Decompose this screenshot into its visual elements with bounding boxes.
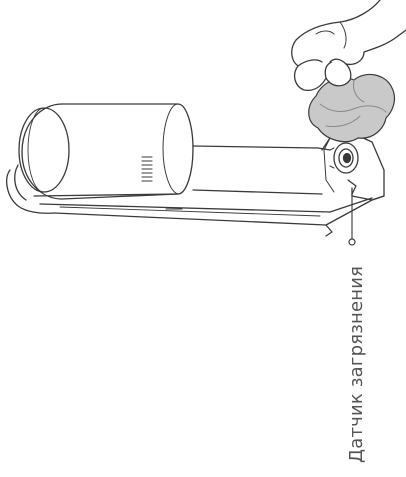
hand xyxy=(292,0,406,90)
sensor-icon xyxy=(330,143,358,173)
vent-slots xyxy=(142,157,152,181)
sensor-callout-label: Датчик загрязнения xyxy=(348,266,366,463)
callout-leader xyxy=(349,194,355,245)
vacuum-head xyxy=(322,132,384,200)
